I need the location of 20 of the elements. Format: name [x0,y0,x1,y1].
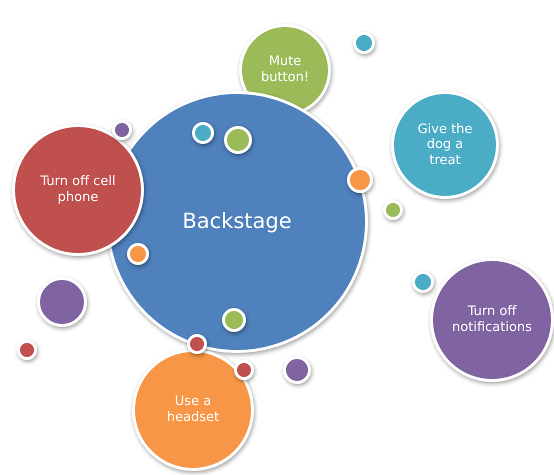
bubble-label: Give the dog a treat [416,122,474,168]
dot [347,167,373,193]
dot [224,126,252,154]
dot [192,122,214,144]
dot [127,243,149,265]
bubble-label: Mute button! [260,54,310,86]
bubble [132,349,254,471]
bubble-label: Backstage [181,209,293,235]
bubble [12,124,144,256]
dot [222,308,246,332]
bubble-label: Turn off notifications [451,304,533,336]
bubble [430,258,554,382]
dot [412,271,434,293]
bubble-label: Use a headset [166,394,220,426]
dot [353,32,375,54]
dot [383,200,403,220]
bubble-label: Turn off cell phone [39,174,117,206]
dot [283,356,311,384]
dot [37,277,87,327]
dot [17,340,37,360]
